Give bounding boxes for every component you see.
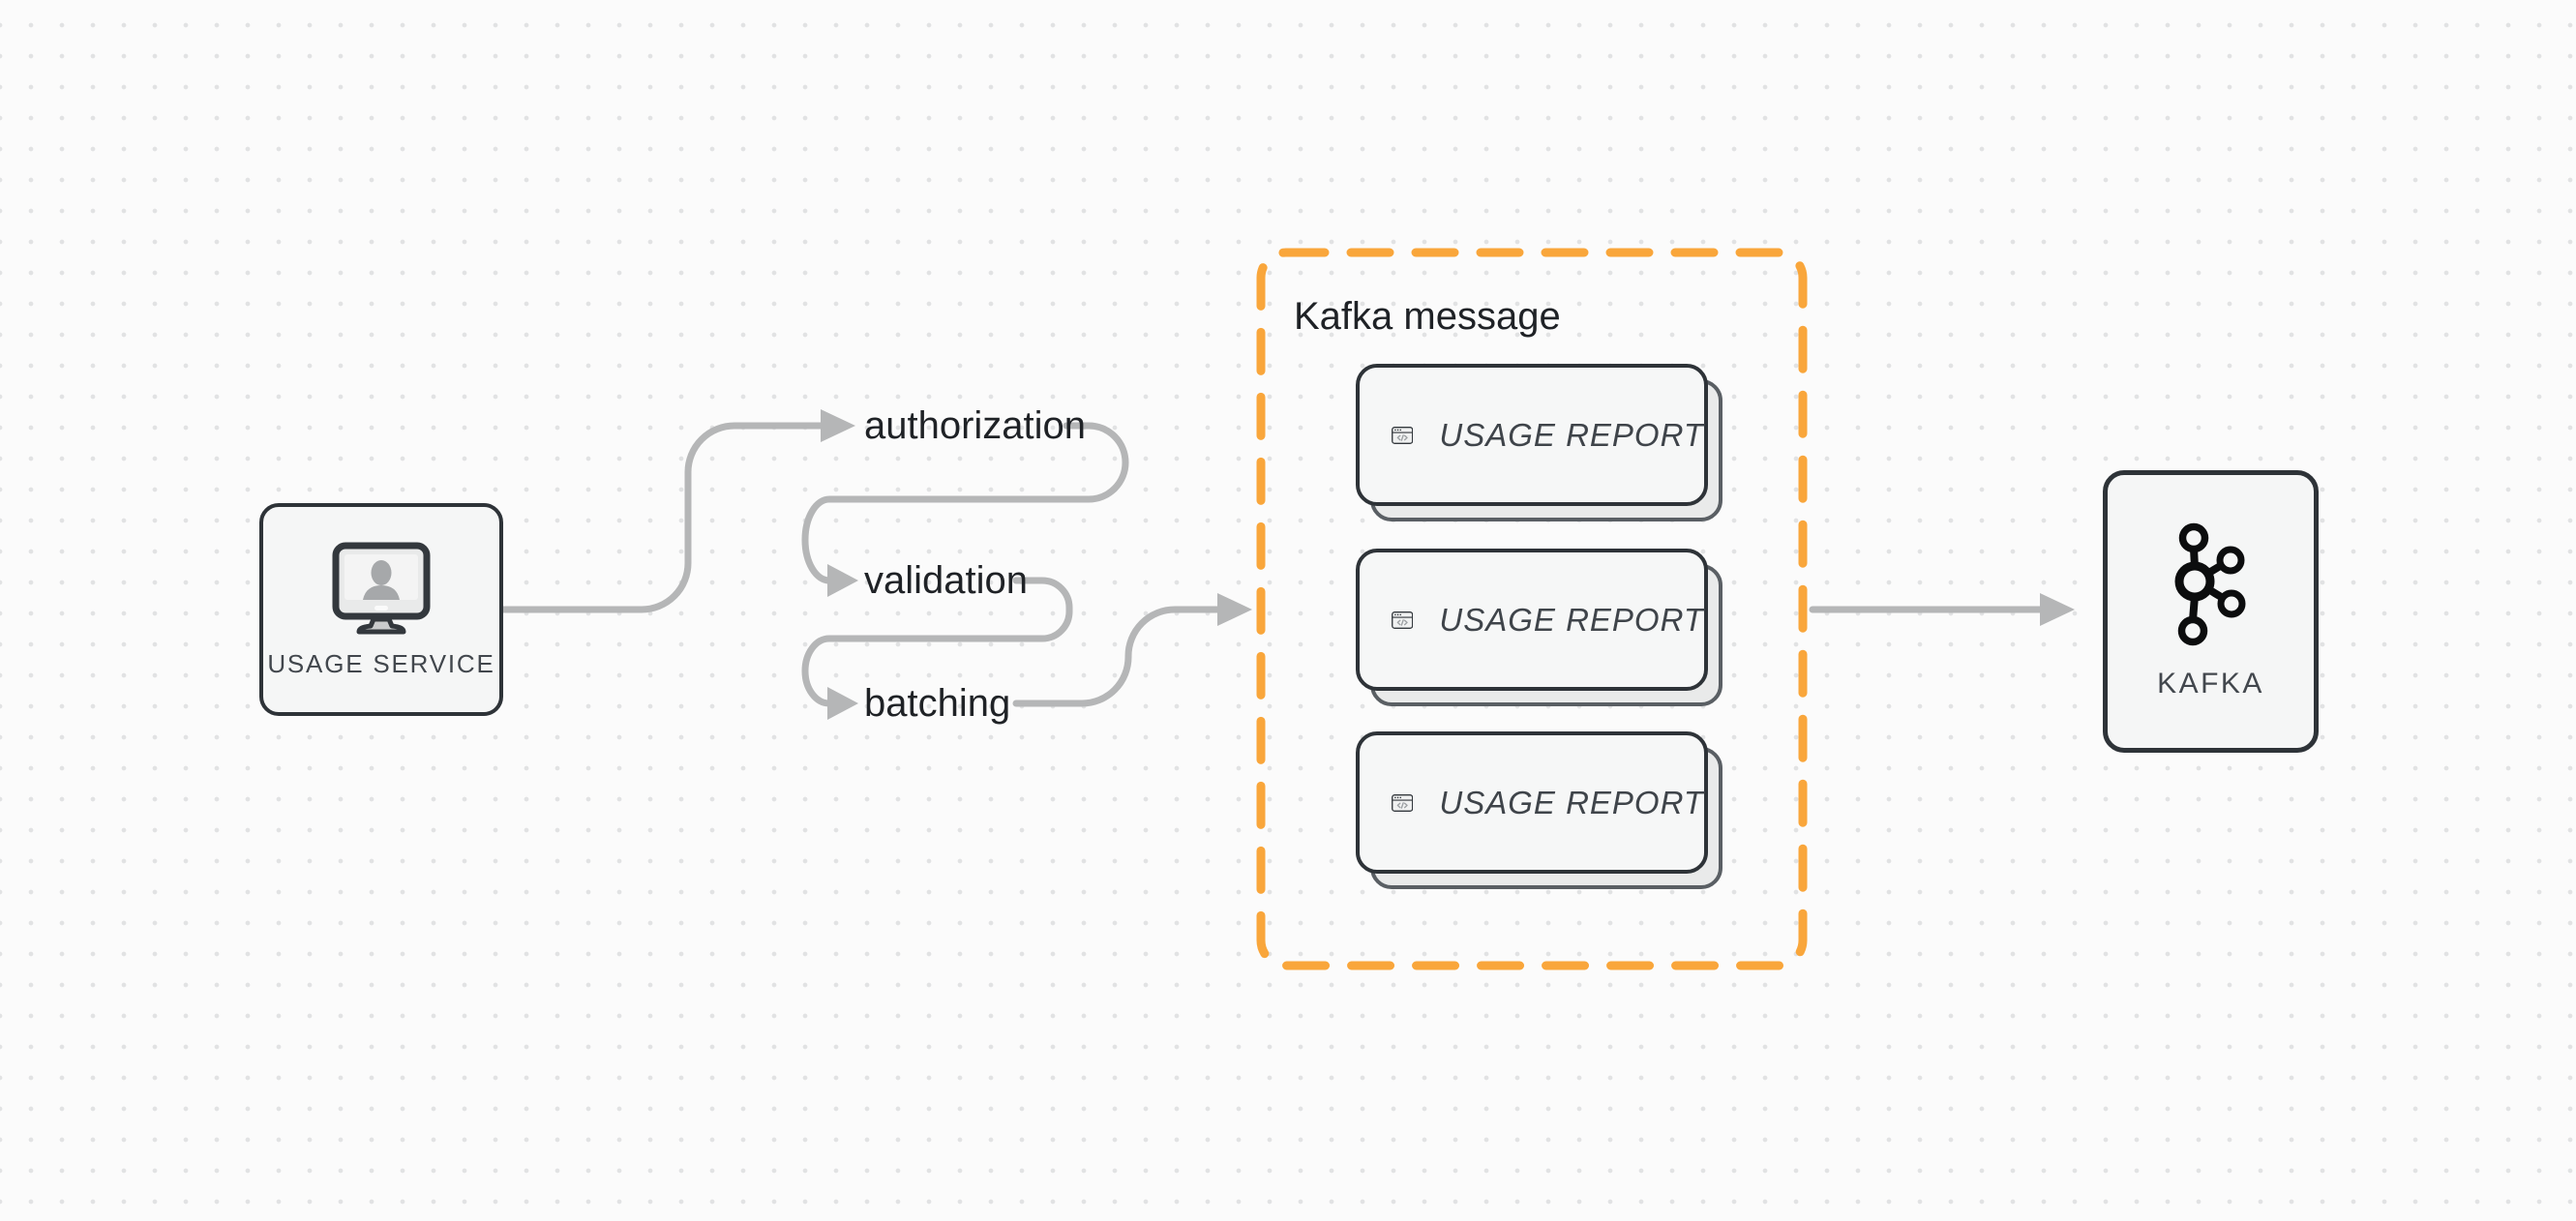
usage-report-label: USAGE REPORT	[1439, 416, 1704, 453]
arrow-batching-to-message	[1012, 606, 1223, 707]
usage-service-node: USAGE SERVICE	[259, 503, 503, 716]
kafka-node: KAFKA	[2103, 470, 2319, 753]
code-window-icon	[1392, 426, 1414, 444]
arrowhead	[827, 687, 858, 720]
usage-report-label: USAGE REPORT	[1439, 601, 1704, 638]
kafka-message-group-title: Kafka message	[1294, 295, 1561, 338]
usage-report-label: USAGE REPORT	[1439, 784, 1704, 820]
arrowhead	[827, 564, 858, 597]
monitor-user-icon	[332, 542, 431, 634]
usage-service-label: USAGE SERVICE	[267, 648, 495, 678]
usage-report-card: USAGE REPORT	[1356, 364, 1722, 521]
usage-report-card: USAGE REPORT	[1356, 549, 1722, 706]
arrowhead	[1217, 593, 1252, 626]
kafka-logo-icon	[2174, 522, 2245, 646]
arrowhead	[2040, 593, 2075, 626]
step-batching-label: batching	[864, 682, 1011, 725]
code-window-icon	[1392, 793, 1414, 812]
arrow-usage-to-authorization	[499, 422, 824, 613]
code-window-icon	[1392, 610, 1414, 629]
usage-report-card: USAGE REPORT	[1356, 731, 1722, 889]
step-authorization-label: authorization	[864, 404, 1087, 447]
arrowhead	[821, 409, 855, 442]
step-validation-label: validation	[864, 559, 1029, 602]
kafka-label: KAFKA	[2157, 668, 2264, 700]
